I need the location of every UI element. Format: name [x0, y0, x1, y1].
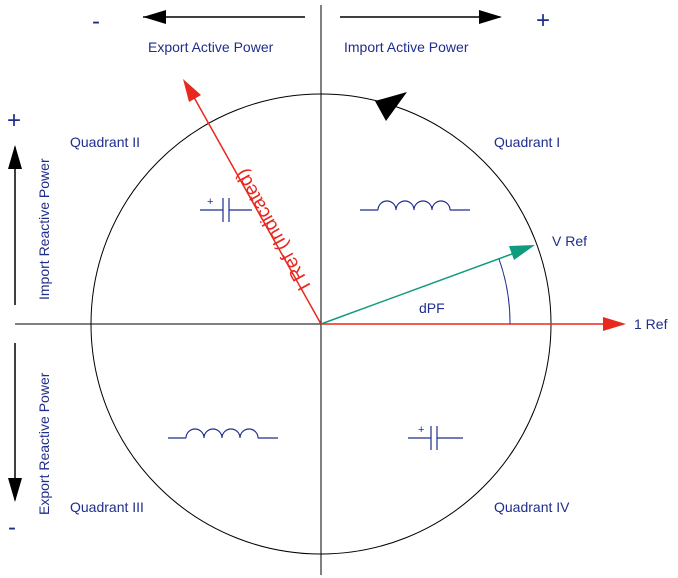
- export-reactive-label: Export Reactive Power: [36, 372, 52, 515]
- one-ref-arrowhead: [603, 317, 626, 331]
- v-ref-label: V Ref: [552, 233, 587, 249]
- top-minus-sign: -: [92, 8, 100, 35]
- export-reactive-arrowhead: [8, 478, 22, 502]
- export-arrowhead: [143, 10, 166, 24]
- capacitor-icon: [200, 198, 252, 222]
- left-minus-sign: -: [8, 514, 16, 541]
- import-active-label: Import Active Power: [344, 39, 469, 55]
- i-ref-arrow: [190, 91, 322, 325]
- export-active-label: Export Active Power: [148, 39, 274, 55]
- i-ref-arrowhead: [183, 79, 201, 102]
- capacitor-plus-q4: +: [418, 424, 424, 436]
- import-arrowhead: [479, 10, 502, 24]
- v-ref-arrowhead: [509, 245, 535, 260]
- capacitor-icon: [408, 426, 463, 450]
- quadrant-1-label: Quadrant I: [494, 134, 560, 150]
- dpf-angle-arc: [498, 258, 511, 325]
- inductor-icon: [168, 428, 278, 439]
- quadrant-2-label: Quadrant II: [70, 134, 140, 150]
- top-plus-sign: +: [536, 7, 550, 34]
- rotation-arrowhead: [375, 92, 407, 121]
- v-ref-arrow: [320, 250, 521, 325]
- capacitor-plus-q2: +: [207, 196, 213, 208]
- inductor-icon: [360, 200, 470, 211]
- import-reactive-label: Import Reactive Power: [36, 158, 52, 300]
- quadrant-4-label: Quadrant IV: [494, 499, 570, 515]
- import-reactive-arrowhead: [8, 145, 22, 169]
- i-ref-label: I Ref (Indicated): [231, 165, 315, 293]
- dpf-label: dPF: [419, 300, 445, 316]
- one-ref-label: 1 Ref: [634, 316, 668, 332]
- left-plus-sign: +: [7, 107, 21, 134]
- quadrant-3-label: Quadrant III: [70, 499, 144, 515]
